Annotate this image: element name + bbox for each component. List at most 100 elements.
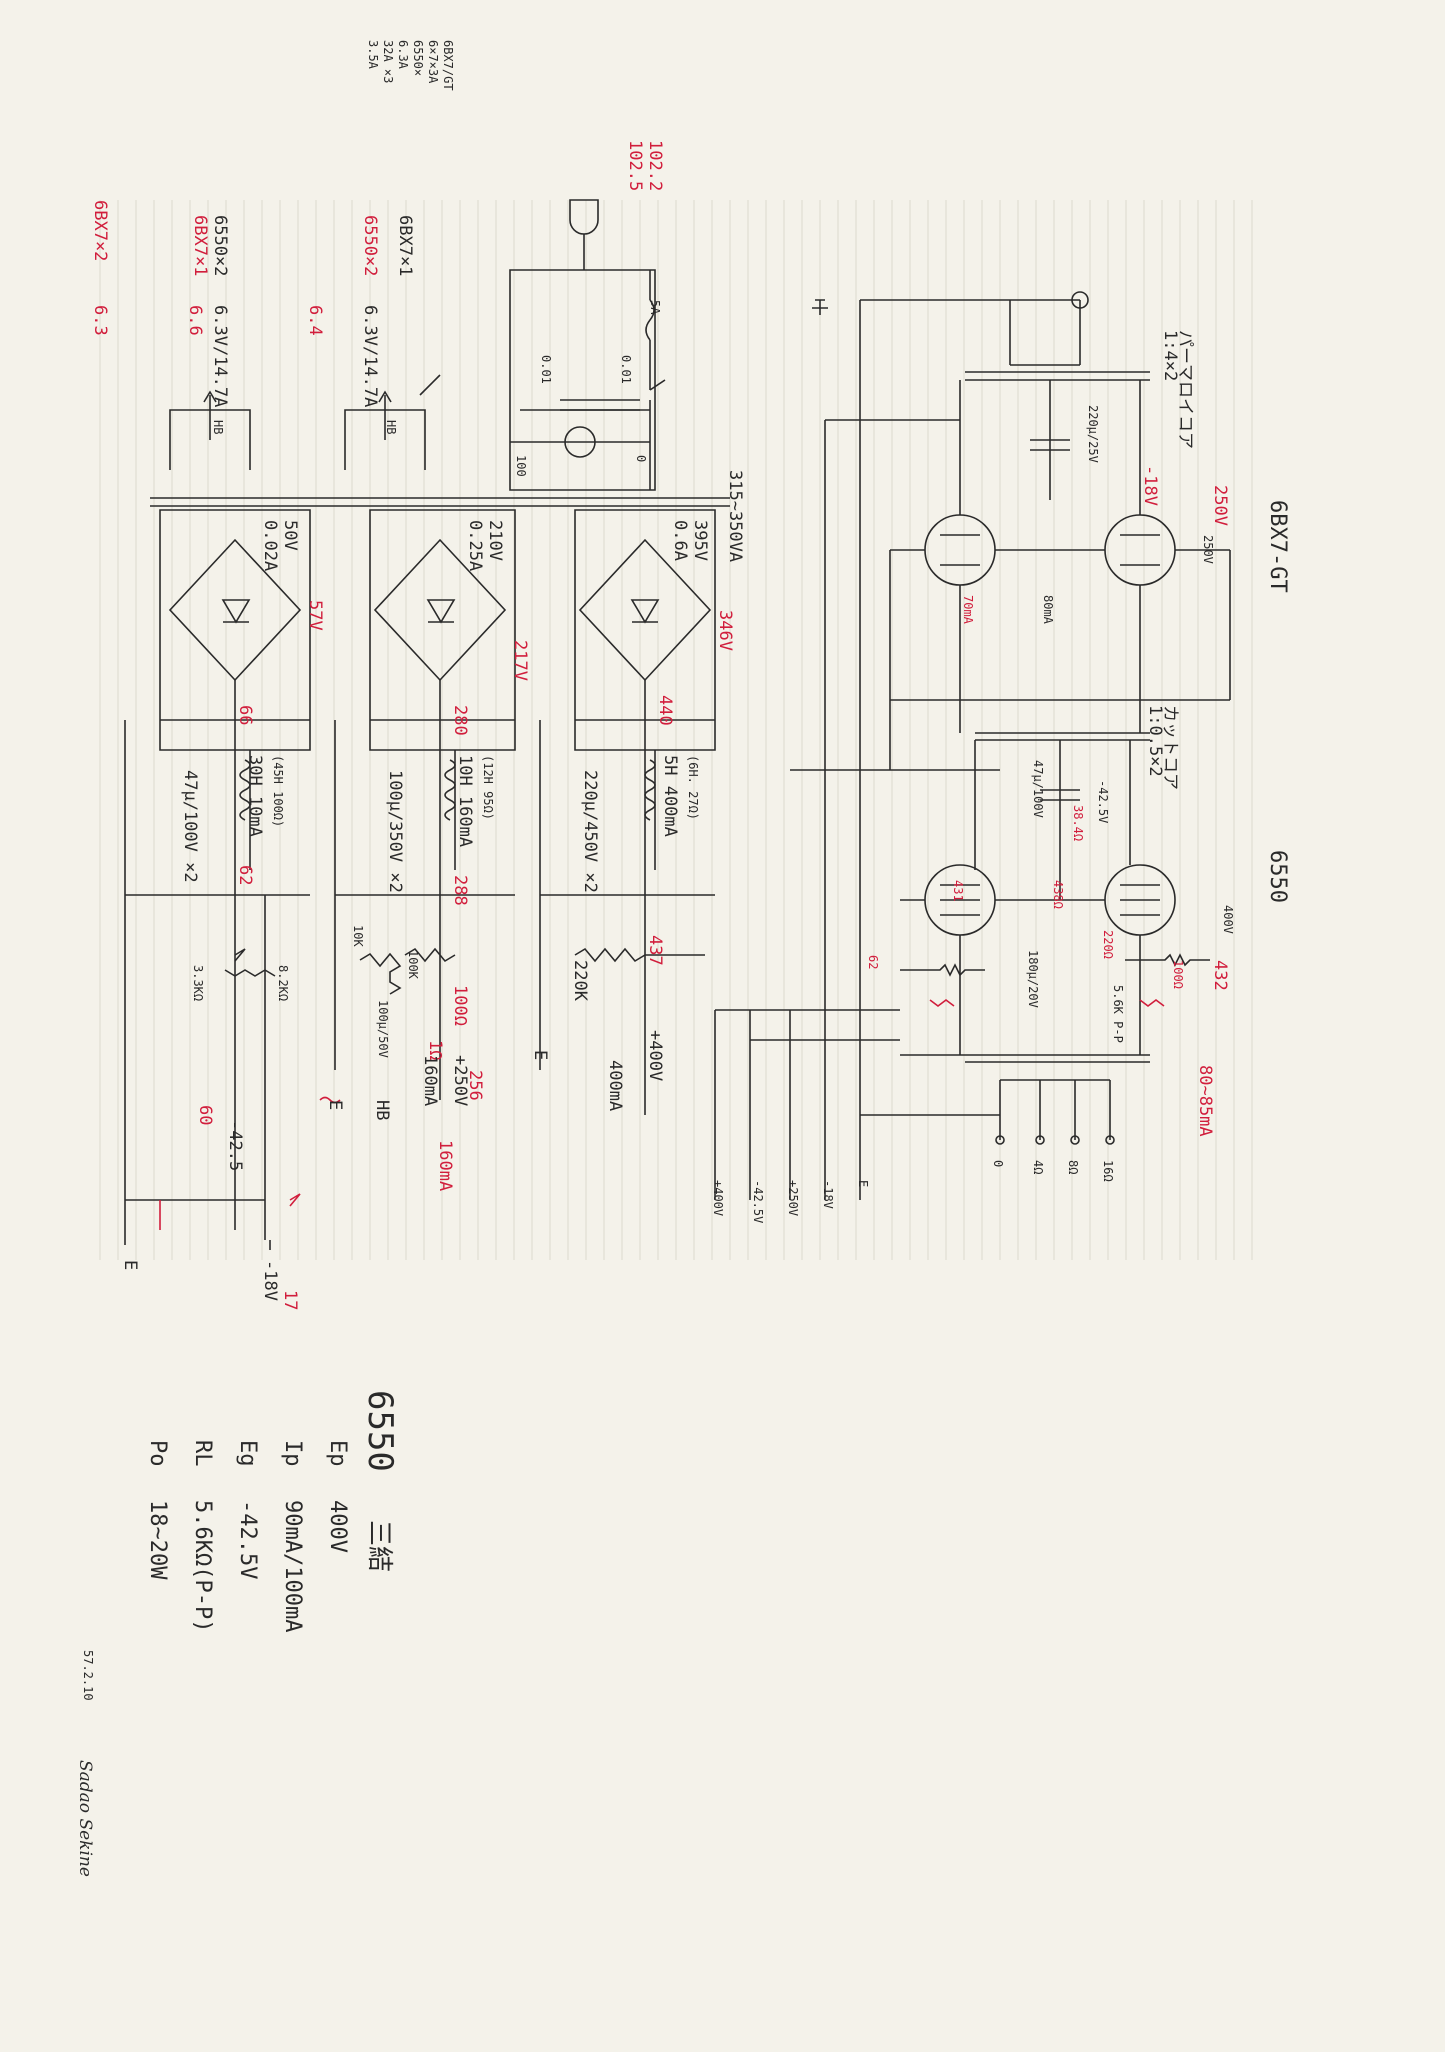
red-output-plate: 432 — [1210, 960, 1230, 991]
heater-1-red: 6.6 — [185, 305, 205, 336]
note-1: 6BX7/GT — [441, 40, 455, 91]
red-bias: 38.4Ω — [1071, 805, 1085, 842]
spec-row-rl-k: RL — [190, 1440, 215, 1467]
mains-red-2: 102.5 — [625, 140, 645, 192]
rail1-out: +400V — [645, 1030, 665, 1082]
rail2-red-dc: 280 — [450, 705, 470, 736]
driver-title: 6BX7-GT — [1265, 500, 1290, 593]
rail-label-18: -18V — [821, 1180, 835, 1209]
rail3-sec: 50V — [280, 520, 300, 551]
tap-0: 0 — [991, 1160, 1005, 1168]
bias-cap: 47μ/100V — [1031, 760, 1045, 818]
cathode-cap: 220μ/25V — [1086, 405, 1100, 463]
rail3-cur: 0.02A — [260, 520, 280, 572]
rail3-red-dc: 66 — [235, 705, 255, 726]
mains-primary-mark-0: 0 — [634, 455, 648, 463]
spec-row-ep-v: 400V — [325, 1500, 350, 1553]
output-plate: 400V — [1221, 905, 1235, 934]
rail1-choke-note: (6H. 27Ω) — [686, 755, 700, 821]
spec-row-ip-v: 90mA/100mA — [280, 1500, 305, 1633]
tube-6bx7-b — [1105, 515, 1175, 585]
note-4: 6.3A — [396, 40, 410, 69]
spec-date: 57.2.10 — [81, 1650, 95, 1701]
rail2-red-2: 288 — [450, 875, 470, 906]
spec-row-eg-k: Eg — [235, 1440, 260, 1467]
rail1-bleeder: 220K — [570, 960, 590, 1001]
rail2-choke-note: (12H 95Ω) — [481, 755, 495, 821]
spec-title: 6550 — [360, 1390, 400, 1472]
rail-label-250: +250V — [786, 1180, 800, 1217]
cross-cap: 180μ/20V — [1026, 950, 1040, 1008]
tap-4: 4Ω — [1031, 1160, 1045, 1175]
mains-plug — [570, 200, 598, 234]
rail2-r1: 10K — [351, 925, 365, 947]
rail3-out2: -18V — [260, 1260, 280, 1301]
spec-mode: 三結 — [364, 1520, 394, 1573]
rail3-earth: E — [120, 1260, 140, 1271]
heater-1-volt: 6.3V/14.7A — [210, 305, 230, 408]
rail2-r2: 100K — [406, 950, 420, 979]
cathode-red: -18V — [1140, 465, 1160, 506]
rail1-red-ac: 346V — [715, 610, 735, 651]
rail2-cap2: 100μ/50V — [376, 1000, 390, 1058]
rail1-red-out: 437 — [645, 935, 665, 966]
spec-row-po-v: 18~20W — [145, 1500, 170, 1580]
heater-3-red-desc: 6BX7×2 — [90, 200, 110, 262]
amp-section — [715, 292, 1230, 1200]
rail3-cap: 47μ/100V ×2 — [180, 770, 200, 883]
rail-label-400: +400V — [711, 1180, 725, 1217]
heater-arrows — [170, 375, 440, 470]
output-title: 6550 — [1265, 850, 1290, 903]
spec-row-po-k: Po — [145, 1440, 170, 1467]
heater-1-desc: 6550×2 — [210, 215, 230, 277]
heater-1-desc-red: 6BX7×1 — [190, 215, 210, 277]
rail2-sec: 210V — [485, 520, 505, 561]
note-6: 3.5A — [366, 40, 380, 69]
rail1-sec: 395V — [690, 520, 710, 561]
note-2: 6×7×3A — [426, 40, 440, 84]
driver-out-ratio: 1:0.5×2 — [1145, 705, 1165, 777]
red-grid-2: 431 — [951, 880, 965, 902]
rail2-choke: 10H 160mA — [455, 755, 475, 848]
rail3-r1: 3.3KΩ — [191, 965, 205, 1002]
heater-2-desc-red: 6550×2 — [360, 215, 380, 277]
rail3-choke: 30H 10mA — [245, 755, 265, 837]
heater-2-red: 6.4 — [305, 305, 325, 336]
red-bias-current: 80~85mA — [1195, 1065, 1215, 1137]
bias-label: -42.5V — [1096, 780, 1110, 824]
spec-row-ip-k: Ip — [280, 1440, 305, 1467]
rail2-cap: 100μ/350V ×2 — [385, 770, 405, 893]
rail2-red-ac: 217V — [510, 640, 530, 681]
tube-6bx7-a — [925, 515, 995, 585]
rail1-red-dc: 440 — [655, 695, 675, 726]
red-grid-1: 438Ω — [1051, 880, 1065, 909]
note-3: 6550× — [411, 40, 425, 77]
rail2-red-out: 256 — [465, 1070, 485, 1101]
rail3-red-4: 17 — [280, 1290, 300, 1311]
rail3-red-ac: 57V — [305, 600, 325, 631]
mains-box — [510, 270, 655, 490]
rail2-earth: E — [325, 1100, 345, 1111]
rectifier-block-bias — [125, 510, 310, 1250]
heater-2-desc: 6BX7×1 — [395, 215, 415, 277]
tap-16: 16Ω — [1101, 1160, 1115, 1182]
ruled-lines — [100, 200, 1252, 1260]
mains-red-1: 102.2 — [645, 140, 665, 192]
red-plate: 250V — [1210, 485, 1230, 526]
plate-volts: 250V — [1201, 535, 1215, 564]
rectifier-block-400v — [540, 510, 715, 1115]
heater-3-red-volt: 6.3 — [90, 305, 110, 336]
rail-label-e: E — [856, 1180, 870, 1188]
heater-2-volt: 6.3V/14.7A — [360, 305, 380, 408]
rail3-choke-note: (45H 100Ω) — [271, 755, 285, 828]
red-cathode-current: 70mA — [961, 595, 975, 624]
mains-fuse-label: 5A — [648, 300, 662, 315]
rail3-red-2: 62 — [235, 865, 255, 886]
tap-8: 8Ω — [1066, 1160, 1080, 1175]
grid-res-1: 220Ω — [1101, 930, 1115, 959]
mains-cap-1: 0.01 — [619, 355, 633, 384]
cathode-current: 80mA — [1041, 595, 1055, 624]
mains-cap-2: 0.01 — [539, 355, 553, 384]
hb-label-1: HB — [211, 420, 225, 435]
